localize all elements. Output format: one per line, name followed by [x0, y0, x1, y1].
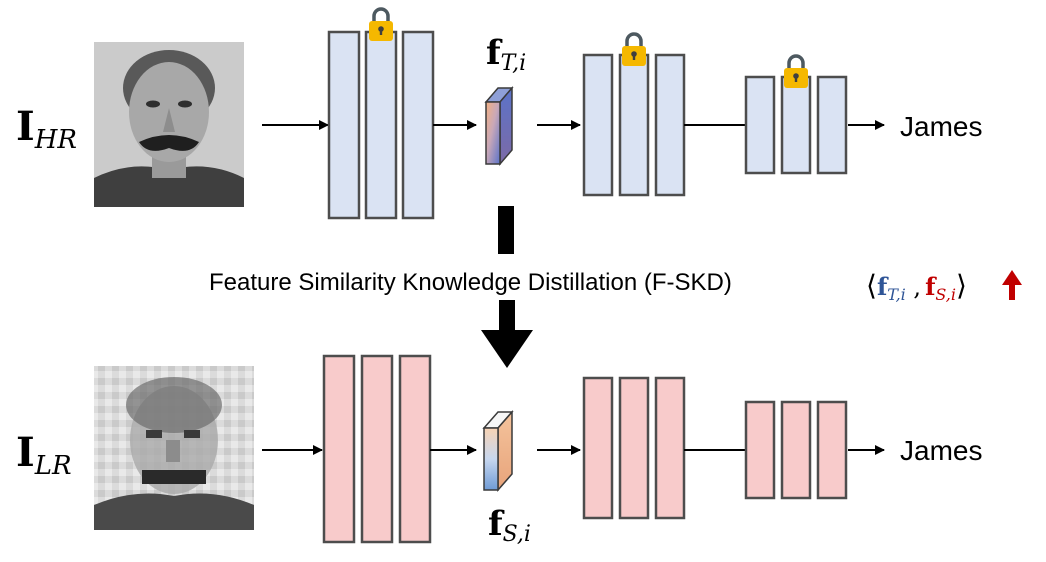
student-input-label: ILR — [16, 429, 72, 481]
teacher-encoder-block-1 — [327, 30, 435, 220]
feature-cube-icon — [482, 410, 514, 492]
teacher-input-label: IHR — [16, 103, 77, 155]
down-arrow-icon — [481, 300, 533, 368]
student-head-block-2 — [582, 376, 686, 520]
lock-icon — [784, 54, 808, 88]
face-photo-hr — [94, 42, 244, 207]
lock-icon — [622, 32, 646, 66]
student-head-block-3 — [744, 400, 848, 500]
teacher-feature-label: fT,i — [486, 33, 526, 76]
student-output-label: James — [900, 435, 982, 466]
distillation-bar — [498, 206, 514, 254]
student-feature-label: fS,i — [488, 504, 531, 547]
feature-cube-icon — [484, 85, 514, 167]
teacher-output-label: James — [900, 111, 982, 142]
face-photo-lr — [94, 366, 254, 530]
similarity-expression: ⟨fT,i ,fS,i⟩ — [866, 269, 967, 304]
teacher-head-block-3 — [744, 75, 848, 175]
student-encoder-block-1 — [322, 354, 432, 544]
teacher-head-block-2 — [582, 53, 686, 197]
up-arrow-icon — [1002, 270, 1022, 300]
lock-icon — [369, 7, 393, 41]
distillation-label: Feature Similarity Knowledge Distillatio… — [209, 269, 732, 296]
